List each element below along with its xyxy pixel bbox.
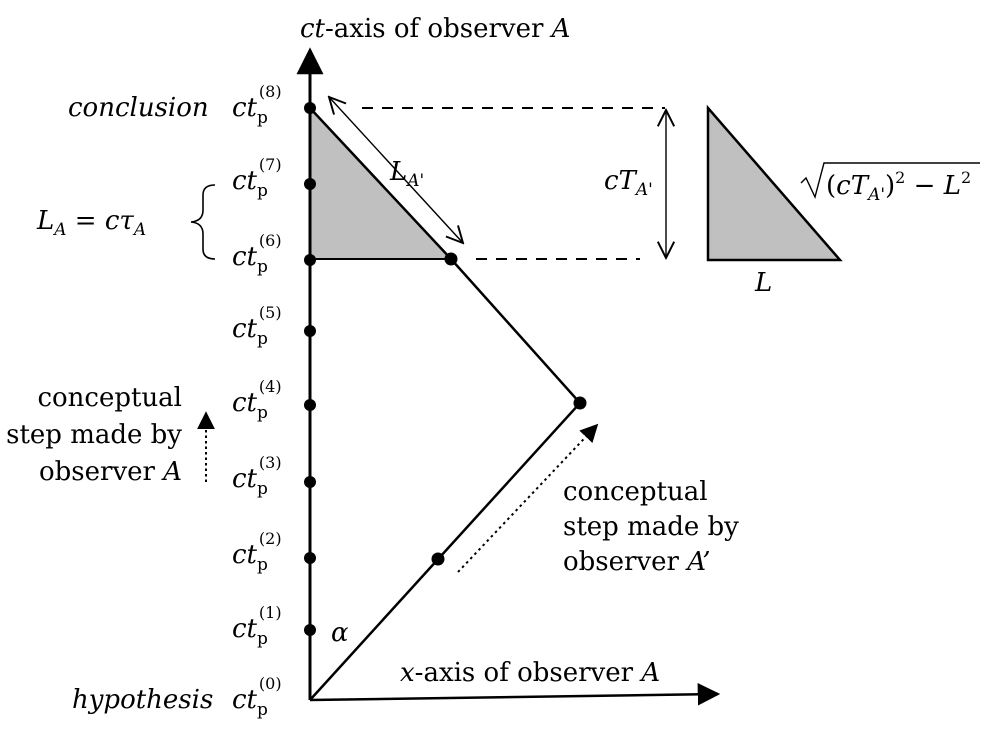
brace (190, 184, 216, 260)
triangle-height-label: cTA' (604, 166, 653, 200)
x-axis-label: x-axis of observer A (400, 658, 660, 688)
step-a-line-3: observer A (39, 457, 182, 487)
step-a-prime-line-1: conceptual (563, 477, 708, 507)
la-prime-arrow (329, 97, 463, 243)
tick-label-1: ctp(1) (232, 603, 282, 649)
hypothesis-label: hypothesis (72, 685, 213, 715)
step-a-prime-line-2: step made by (563, 512, 739, 542)
tick-labels: ctp(0) ctp(1) ctp(2) ctp(3) ctp(4) ctp(5) ctp(… (232, 82, 282, 720)
event-dot-triangle (444, 252, 458, 266)
event-dot-4 (304, 399, 316, 411)
conclusion-label: conclusion (68, 93, 209, 123)
event-dot-6 (304, 254, 316, 266)
ct-axis-label: ct-axis of observer A (300, 14, 570, 44)
event-dot-3 (304, 476, 316, 488)
triangle-hyp-label: (cTA')2 − L2 (826, 168, 971, 205)
tick-label-6: ctp(6) (232, 231, 282, 277)
tick-label-4: ctp(4) (232, 377, 282, 423)
segment-label-la-prime: LA' (389, 157, 424, 191)
sqrt-sign (800, 162, 980, 200)
event-dot-1 (304, 624, 316, 636)
step-a-prime-line-3: observer A’ (563, 547, 710, 577)
triangle-base-label: L (754, 268, 772, 298)
axis-events (304, 102, 316, 636)
step-a-line-1: conceptual (37, 383, 182, 413)
event-dot-mid (431, 552, 445, 566)
tick-label-0: ctp(0) (232, 674, 282, 720)
equation-la: LA = cτA (36, 206, 146, 240)
step-a-line-2: step made by (6, 420, 182, 450)
step-a-prime-text: conceptual step made by observer A’ (563, 477, 739, 577)
reference-triangle (706, 104, 843, 262)
event-dot-7 (304, 178, 316, 190)
step-a-text: conceptual step made by observer A (6, 383, 182, 487)
tick-label-5: ctp(5) (232, 303, 282, 349)
event-dot-turn (573, 396, 587, 410)
event-dot-8 (304, 102, 316, 114)
tick-label-8: ctp(8) (232, 82, 282, 128)
event-dot-2 (304, 552, 316, 564)
x-axis (309, 683, 721, 706)
tick-label-2: ctp(2) (232, 529, 282, 575)
tick-label-7: ctp(7) (232, 155, 282, 201)
event-dot-5 (304, 325, 316, 337)
angle-alpha: α (331, 618, 349, 648)
step-a-prime-arrow (457, 423, 599, 573)
tick-label-3: ctp(3) (232, 453, 282, 499)
